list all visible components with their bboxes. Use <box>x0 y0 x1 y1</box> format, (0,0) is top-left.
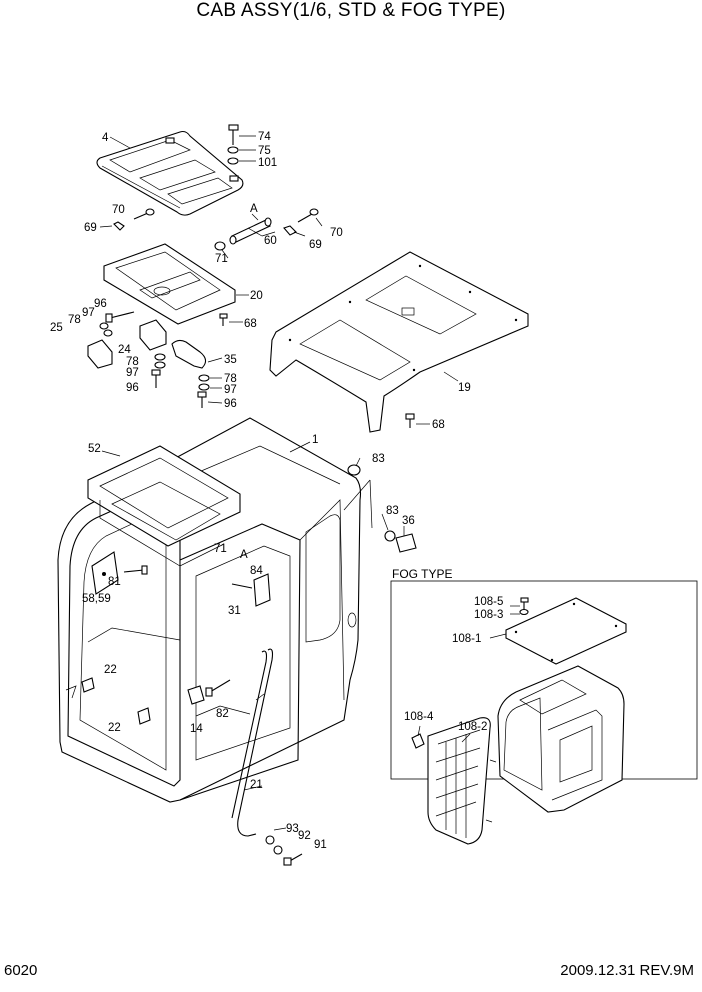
callout-p101: 101 <box>258 157 277 169</box>
callout-p78b: 78 <box>126 356 139 368</box>
callout-ref-a2: A <box>240 549 248 561</box>
callout-p70a: 70 <box>112 204 125 216</box>
stoppers <box>65 677 151 725</box>
handrail <box>187 648 274 837</box>
callout-p31: 31 <box>228 605 241 617</box>
handrail-fasteners <box>265 835 303 866</box>
callout-p83b: 83 <box>386 505 399 517</box>
fog-guard-top <box>489 597 627 665</box>
callout-p35: 35 <box>224 354 237 366</box>
callout-p84: 84 <box>250 565 263 577</box>
callout-p97b: 97 <box>126 367 139 379</box>
callout-p70b: 70 <box>330 227 343 239</box>
hatch-seal <box>87 445 241 567</box>
callout-p69b: 69 <box>309 239 322 251</box>
callout-p108-4: 108-4 <box>404 711 434 723</box>
callout-p1: 1 <box>312 434 318 446</box>
callout-p22a: 22 <box>104 664 117 676</box>
callout-p4: 4 <box>102 132 109 144</box>
roof-panel <box>269 251 529 433</box>
callout-p97c: 97 <box>224 384 237 396</box>
mount-parts <box>343 464 417 553</box>
callout-p21: 21 <box>250 779 263 791</box>
callout-p108-2: 108-2 <box>458 721 487 733</box>
callout-p22b: 22 <box>108 722 121 734</box>
callout-p36: 36 <box>402 515 415 527</box>
roof-hatch-cover <box>96 130 244 216</box>
callout-p20: 20 <box>250 290 263 302</box>
fog-type-title: FOG TYPE <box>392 567 452 581</box>
callout-p52: 52 <box>88 443 101 455</box>
callout-p83a: 83 <box>372 453 385 465</box>
callout-p108-5: 108-5 <box>474 596 503 608</box>
callout-p71b: 71 <box>214 543 227 555</box>
window-bracket <box>91 551 148 595</box>
latch-assembly <box>87 311 223 408</box>
callout-p91: 91 <box>314 839 327 851</box>
callout-p96c: 96 <box>224 398 237 410</box>
callout-p96a: 96 <box>94 298 107 310</box>
hatch-frame <box>103 243 249 326</box>
bolt-stack <box>227 124 256 165</box>
callout-p108-1: 108-1 <box>452 633 481 645</box>
page-title: CAB ASSY(1/6, STD & FOG TYPE) <box>196 0 506 21</box>
hinge-pins <box>99 208 323 259</box>
fog-cab-small <box>497 665 625 813</box>
date-revision: 2009.12.31 REV.9M <box>560 962 694 979</box>
callout-p71a: 71 <box>215 253 228 265</box>
callout-p78a: 78 <box>68 314 81 326</box>
callout-p81: 81 <box>108 576 121 588</box>
callout-p68b: 68 <box>432 419 445 431</box>
callout-p60: 60 <box>264 235 277 247</box>
page-number: 6020 <box>4 962 38 979</box>
callout-p25: 25 <box>50 322 63 334</box>
leader-lines <box>101 136 405 831</box>
callout-p75: 75 <box>258 145 271 157</box>
callout-p78c: 78 <box>224 373 237 385</box>
callout-p93: 93 <box>286 823 299 835</box>
callout-p96b: 96 <box>126 382 139 394</box>
door-latch <box>231 573 271 607</box>
callout-p14: 14 <box>190 723 203 735</box>
fog-guard-front <box>411 717 497 845</box>
callout-p68a: 68 <box>244 318 257 330</box>
callout-p24: 24 <box>118 344 131 356</box>
callout-p82: 82 <box>216 708 229 720</box>
callout-p108-3: 108-3 <box>474 609 503 621</box>
callout-p74: 74 <box>258 131 271 143</box>
callout-p92: 92 <box>298 830 311 842</box>
callout-p19: 19 <box>458 382 471 394</box>
callout-p69a: 69 <box>84 222 97 234</box>
callout-p58-59: 58,59 <box>82 593 111 605</box>
callout-ref-a1: A <box>250 203 258 215</box>
callout-p97a: 97 <box>82 307 95 319</box>
